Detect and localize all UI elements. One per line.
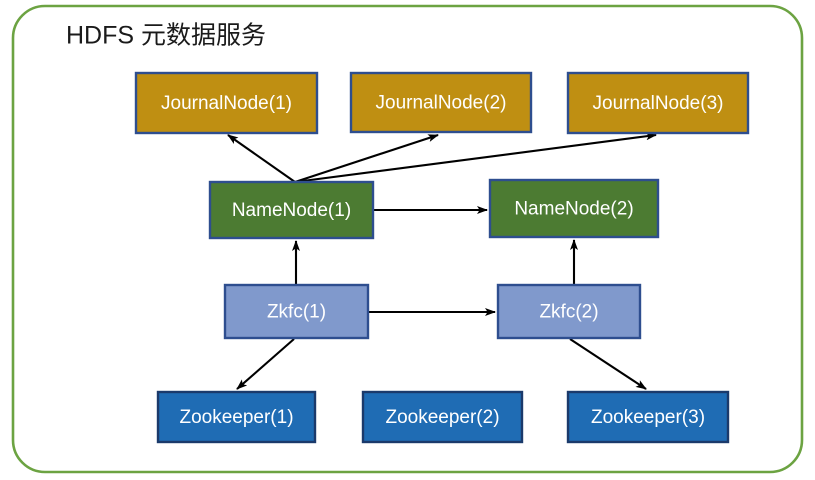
namenode-label: NameNode(2) <box>514 199 633 220</box>
zkfc-box[interactable] <box>223 283 370 340</box>
journalnode-box[interactable] <box>566 71 750 135</box>
node-journalnode-2[interactable]: JournalNode(2) <box>349 71 533 134</box>
node-namenode-1[interactable]: NameNode(1) <box>208 180 375 240</box>
node-namenode-2[interactable]: NameNode(2) <box>488 178 660 239</box>
node-zookeeper-2[interactable]: Zookeeper(2) <box>361 390 524 444</box>
node-journalnode-1[interactable]: JournalNode(1) <box>134 71 319 135</box>
zookeeper-label: Zookeeper(2) <box>385 407 499 428</box>
zkfc-label: Zkfc(2) <box>539 302 598 323</box>
journalnode-label: JournalNode(3) <box>593 93 724 114</box>
namenode-box[interactable] <box>488 178 660 239</box>
journalnode-box[interactable] <box>134 71 319 135</box>
zookeeper-box[interactable] <box>361 390 524 444</box>
zookeeper-box[interactable] <box>566 390 730 444</box>
service-boundary-frame <box>11 4 804 474</box>
edge-namenode1-to-journalnode3 <box>294 132 657 184</box>
journalnode-label: JournalNode(2) <box>376 93 507 114</box>
zkfc-label: Zkfc(1) <box>267 302 326 323</box>
namenode-label: NameNode(1) <box>232 200 351 221</box>
page-title: HDFS 元数据服务 <box>66 22 266 50</box>
namenode-box[interactable] <box>208 180 375 240</box>
nodes-layer: JournalNode(1) JournalNode(2) JournalNode(… <box>134 71 750 444</box>
zkfc-box[interactable] <box>496 283 642 340</box>
edge-namenode1-to-journalnode2 <box>294 134 439 183</box>
node-zookeeper-1[interactable]: Zookeeper(1) <box>156 390 317 444</box>
edge-zkfc2-to-zookeeper3 <box>569 338 647 390</box>
journalnode-label: JournalNode(1) <box>161 93 292 114</box>
node-zkfc-1[interactable]: Zkfc(1) <box>223 283 370 340</box>
edge-zkfc1-to-zookeeper1 <box>236 338 295 390</box>
node-zkfc-2[interactable]: Zkfc(2) <box>496 283 642 340</box>
edges-layer <box>227 132 657 390</box>
edge-namenode1-to-journalnode1 <box>227 134 296 183</box>
zookeeper-label: Zookeeper(3) <box>591 407 705 428</box>
zookeeper-label: Zookeeper(1) <box>179 407 293 428</box>
zookeeper-box[interactable] <box>156 390 317 444</box>
journalnode-box[interactable] <box>349 71 533 134</box>
node-zookeeper-3[interactable]: Zookeeper(3) <box>566 390 730 444</box>
node-journalnode-3[interactable]: JournalNode(3) <box>566 71 750 135</box>
